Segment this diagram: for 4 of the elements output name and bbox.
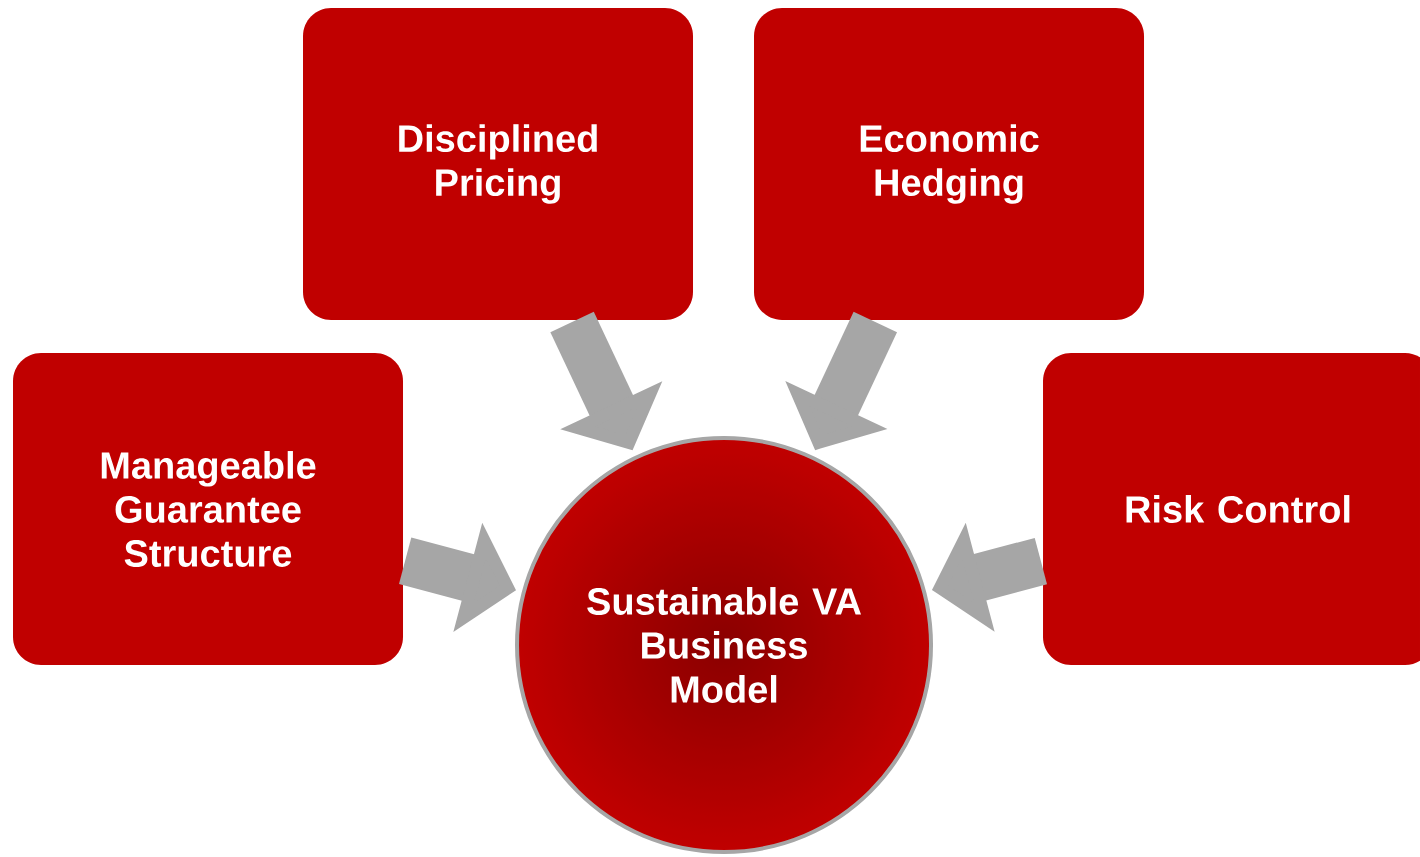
pillar-box: Disciplined Pricing [303,8,693,320]
pillar-box: Economic Hedging [754,8,1144,320]
pillar-box: Risk Control [1043,353,1420,665]
pillar-box: Manageable Guarantee Structure [13,353,403,665]
